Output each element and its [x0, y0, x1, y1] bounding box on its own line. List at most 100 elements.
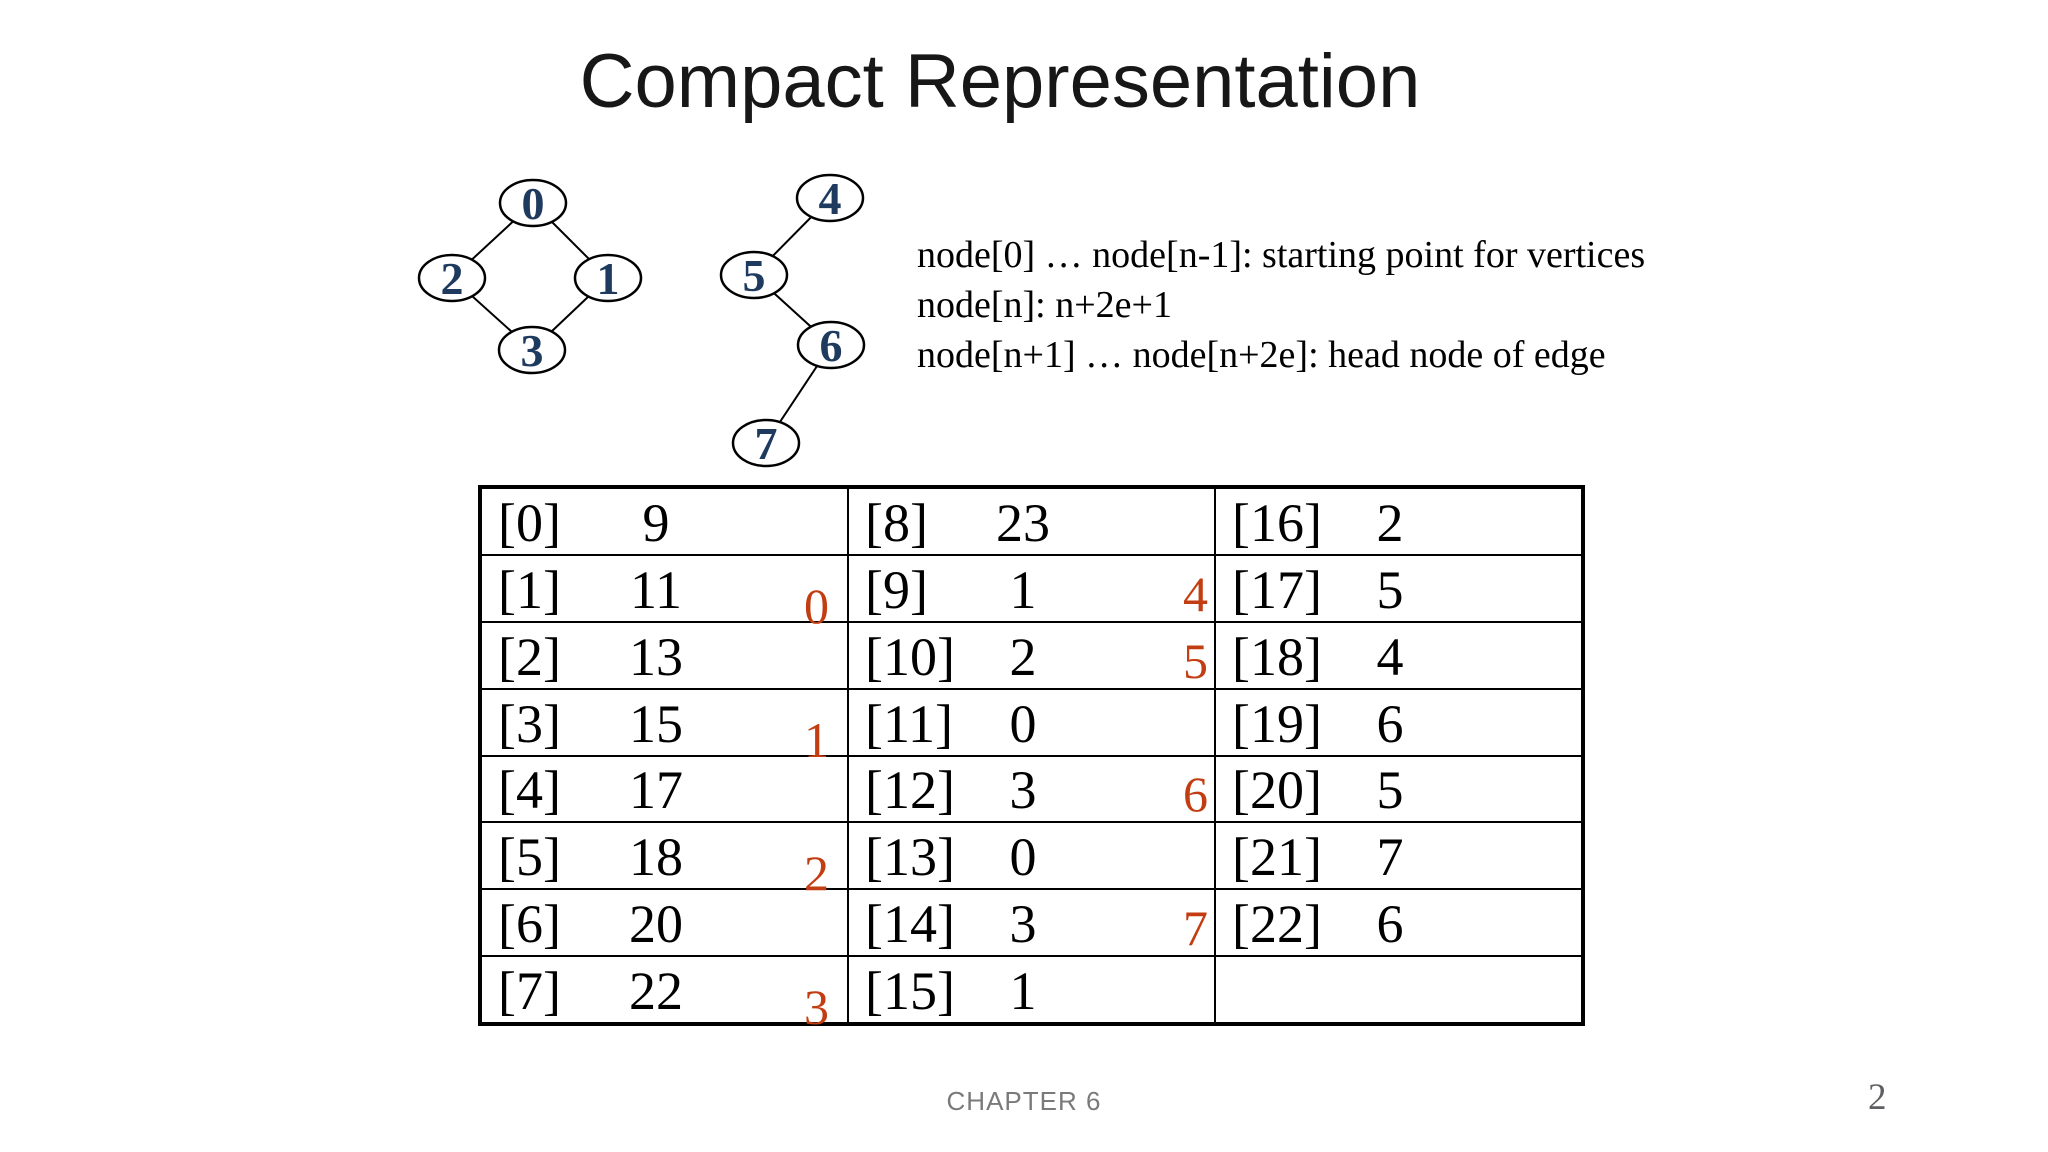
array-index: [10]	[865, 626, 955, 687]
array-index: [7]	[498, 961, 561, 1021]
table-cell-0: [0]9	[482, 489, 847, 556]
array-index: [12]	[865, 760, 955, 821]
array-index: [21]	[1232, 827, 1322, 888]
graph-node-label-3: 3	[521, 325, 544, 376]
cell-text: [19]6	[1232, 697, 1428, 751]
cell-text: [0]9	[498, 496, 694, 550]
array-value: 3	[1009, 894, 1037, 955]
graph-node-label-0: 0	[522, 178, 545, 229]
array-value: 13	[629, 626, 683, 687]
array-index: [4]	[498, 760, 561, 821]
graph-node-label-4: 4	[819, 173, 842, 224]
cell-text: [7] 22	[498, 964, 694, 1018]
graph-node-label-2: 2	[441, 253, 464, 304]
array-value: 6	[1376, 693, 1404, 754]
cell-text: [4]17	[498, 763, 694, 817]
graph-node-1	[573, 253, 643, 303]
table-cell-15: [15]1	[849, 957, 1214, 1022]
cell-text: [11]0	[865, 697, 1061, 751]
cell-text: [3]15	[498, 697, 694, 751]
array-value: 5	[1376, 559, 1404, 620]
cell-text: [14]3	[865, 897, 1061, 951]
page-number: 2	[1868, 1077, 1887, 1118]
table-cell-4: [4] 17	[482, 757, 847, 824]
cell-text: [9]1	[865, 563, 1061, 617]
table-cell-21: [21] 7	[1216, 823, 1581, 891]
array-index: [13]	[865, 827, 955, 888]
table-column-2: [16]2[17]5[18]4[19]6[20]5[21]7[22]6	[1216, 489, 1581, 1022]
array-value: 22	[629, 961, 683, 1021]
array-value: 17	[629, 760, 683, 821]
graph-node-0	[498, 178, 568, 228]
table-cell-8: [8] 23	[849, 489, 1214, 556]
page-title: Compact Representation	[579, 39, 1421, 124]
cell-text: [12]3	[865, 763, 1061, 817]
graph-node-3	[497, 325, 567, 375]
cell-text: [17]5	[1232, 563, 1428, 617]
array-value: 2	[1009, 626, 1037, 687]
cell-text: [22]6	[1232, 897, 1428, 951]
cell-text: [6]20	[498, 897, 694, 951]
cell-text: [8]23	[865, 496, 1061, 550]
vertex-marker-4: 4	[1183, 565, 1208, 622]
table-cell-18: [18]4	[1216, 623, 1581, 690]
cell-text: [13]0	[865, 830, 1061, 884]
array-index: [5]	[498, 827, 561, 888]
table-cell-22: [22] 6	[1216, 890, 1581, 958]
array-index: [11]	[865, 693, 953, 754]
cell-text: [2]13	[498, 630, 694, 684]
vertex-marker-7: 7	[1183, 900, 1208, 957]
array-value: 7	[1376, 827, 1404, 888]
vertex-marker-3: 3	[804, 979, 829, 1035]
array-index: [8]	[865, 492, 928, 553]
array-index: [0]	[498, 492, 561, 553]
footer-chapter-label: CHAPTER 6	[946, 1086, 1102, 1116]
table-cell-6: [6] 20	[482, 890, 847, 958]
graph-node-2	[417, 253, 487, 303]
array-value: 1	[1009, 961, 1037, 1021]
graph-node-7	[731, 418, 801, 468]
table-cell-16: [16] 2	[1216, 489, 1581, 556]
array-index: [6]	[498, 894, 561, 955]
array-value: 3	[1009, 760, 1037, 821]
array-index: [16]	[1232, 492, 1322, 553]
cell-text: [5]18	[498, 830, 694, 884]
graph-node-label-1: 1	[597, 253, 620, 304]
array-value: 6	[1376, 894, 1404, 955]
array-index: [20]	[1232, 760, 1322, 821]
array-index: [3]	[498, 693, 561, 754]
vertex-marker-6: 6	[1183, 766, 1208, 823]
array-value: 0	[1009, 693, 1037, 754]
array-value: 23	[996, 492, 1050, 553]
array-index: [2]	[498, 626, 561, 687]
array-index: [18]	[1232, 626, 1322, 687]
graph-node-5	[719, 250, 789, 300]
array-index: [22]	[1232, 894, 1322, 955]
array-value: 2	[1376, 492, 1404, 553]
note-line-n: node[n]: n+2e+1	[917, 284, 1172, 326]
array-index: [9]	[865, 559, 928, 620]
vertex-marker-1: 1	[804, 711, 829, 768]
vertex-marker-0: 0	[804, 577, 829, 634]
graph-node-4	[795, 173, 865, 223]
table-cell-19: [19]6	[1216, 690, 1581, 757]
cell-text: [15]1	[865, 964, 1061, 1018]
array-index: [1]	[498, 559, 561, 620]
array-index: [17]	[1232, 559, 1322, 620]
table-cell-empty	[1216, 957, 1581, 1022]
table-cell-2: [2] 13	[482, 623, 847, 690]
cell-text: [16]2	[1232, 496, 1428, 550]
array-value: 5	[1376, 760, 1404, 821]
array-value: 15	[629, 693, 683, 754]
array-value: 20	[629, 894, 683, 955]
cell-text: [21]7	[1232, 830, 1428, 884]
graph-node-label-6: 6	[820, 320, 843, 371]
cell-text: [10]2	[865, 630, 1061, 684]
